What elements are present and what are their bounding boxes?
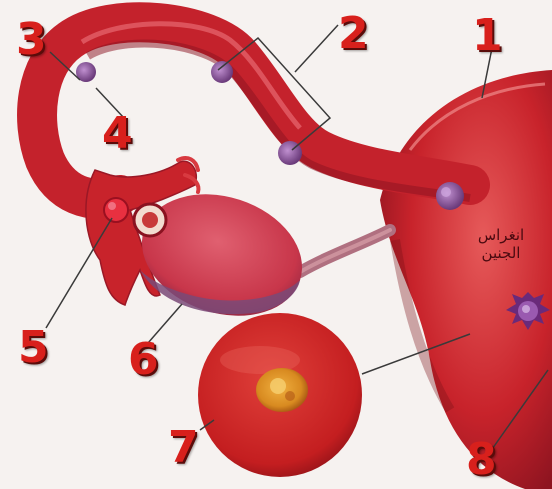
label-3: 3 <box>16 18 47 62</box>
label-2: 2 <box>338 12 369 56</box>
implantation-annotation: انغراس الجنين <box>462 226 540 262</box>
zygote-cell-2 <box>211 61 233 83</box>
annotation-line-1: انغراس <box>462 226 540 244</box>
leader-5 <box>46 218 112 328</box>
zygote-cell-4 <box>436 182 464 210</box>
label-8: 8 <box>466 438 497 482</box>
label-6: 6 <box>128 338 159 382</box>
released-ovum <box>104 198 128 222</box>
label-1: 1 <box>472 14 503 58</box>
label-7: 7 <box>168 426 199 470</box>
label-5: 5 <box>18 326 49 370</box>
annotation-line-2: الجنين <box>462 244 540 262</box>
label-4: 4 <box>102 112 133 156</box>
